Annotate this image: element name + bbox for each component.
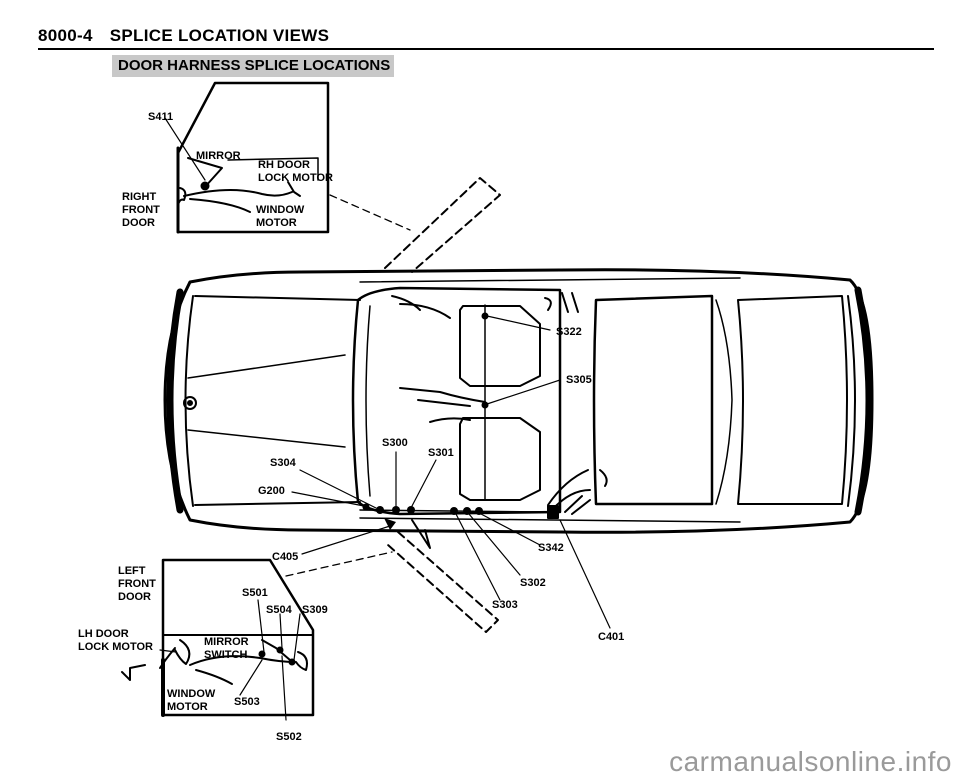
- splice-dot-s411: [200, 181, 210, 191]
- splice-dot-s342: [475, 507, 483, 515]
- ground-g200: [362, 503, 370, 511]
- label-door-right: DOOR: [122, 217, 155, 229]
- label-motor-left: MOTOR: [167, 701, 208, 713]
- label-lock-motor-right: LOCK MOTOR: [258, 172, 333, 184]
- label-s302: S302: [520, 577, 546, 589]
- leader-s304: [299, 469, 377, 509]
- splice-dot-s300: [392, 506, 400, 514]
- label-right: RIGHT: [122, 191, 157, 203]
- label-s501: S501: [242, 587, 268, 599]
- connector-c405: [384, 518, 396, 530]
- page-title: SPLICE LOCATION VIEWS: [109, 26, 330, 45]
- splice-dot-s305: [481, 401, 489, 409]
- splice-dot-s302: [463, 507, 471, 515]
- label-mirror-left: MIRROR: [204, 636, 249, 648]
- header-rule: [38, 48, 934, 50]
- label-g200: G200: [258, 485, 285, 497]
- label-s502: S502: [276, 731, 302, 743]
- label-s303: S303: [492, 599, 518, 611]
- car-body: [163, 268, 874, 534]
- leader-s342: [480, 513, 541, 546]
- label-window-right: WINDOW: [256, 204, 305, 216]
- leader-s302: [468, 513, 521, 576]
- label-c401: C401: [598, 631, 624, 643]
- label-s301: S301: [428, 447, 454, 459]
- diagram-subtitle: DOOR HARNESS SPLICE LOCATIONS: [112, 55, 394, 77]
- label-front-right: FRONT: [122, 204, 160, 216]
- label-door-left: DOOR: [118, 591, 151, 603]
- connector-c401-block: [547, 505, 559, 519]
- leader-c401: [559, 519, 611, 629]
- label-c405: C405: [272, 551, 298, 563]
- leader-s305: [486, 379, 561, 405]
- page-header: 8000-4 SPLICE LOCATION VIEWS: [38, 26, 329, 46]
- label-front-left: FRONT: [118, 578, 156, 590]
- label-s504: S504: [266, 604, 293, 616]
- label-s411: S411: [148, 111, 173, 123]
- splice-dot-s303: [450, 507, 458, 515]
- leader-c405: [301, 525, 391, 555]
- right-door-inset: [164, 81, 330, 234]
- label-s503: S503: [234, 696, 260, 708]
- label-lh-door: LH DOOR: [78, 628, 129, 640]
- section-number: 8000-4: [38, 26, 93, 45]
- label-rh-door: RH DOOR: [258, 159, 310, 171]
- label-s304: S304: [270, 457, 297, 469]
- label-lock-motor-left: LOCK MOTOR: [78, 641, 153, 653]
- watermark: carmanualsonline.info: [669, 746, 952, 777]
- label-s305: S305: [566, 374, 592, 386]
- label-s309: S309: [302, 604, 328, 616]
- label-motor-right: MOTOR: [256, 217, 297, 229]
- label-s300: S300: [382, 437, 408, 449]
- label-s322: S322: [556, 326, 582, 338]
- splice-dot-s322: [481, 312, 489, 320]
- label-mirror-right: MIRROR: [196, 150, 241, 162]
- label-s342: S342: [538, 542, 564, 554]
- leader-s303: [455, 513, 501, 601]
- leader-g200: [291, 491, 365, 507]
- label-window-left: WINDOW: [167, 688, 216, 700]
- leader-s322: [486, 315, 551, 331]
- leader-s301: [411, 459, 437, 507]
- left-door-inset: [121, 558, 315, 721]
- label-switch: SWITCH: [204, 649, 247, 661]
- hood-emblem: [183, 396, 197, 410]
- splice-dot-s304: [376, 506, 384, 514]
- label-left: LEFT: [118, 565, 146, 577]
- splice-dot-s301: [407, 506, 415, 514]
